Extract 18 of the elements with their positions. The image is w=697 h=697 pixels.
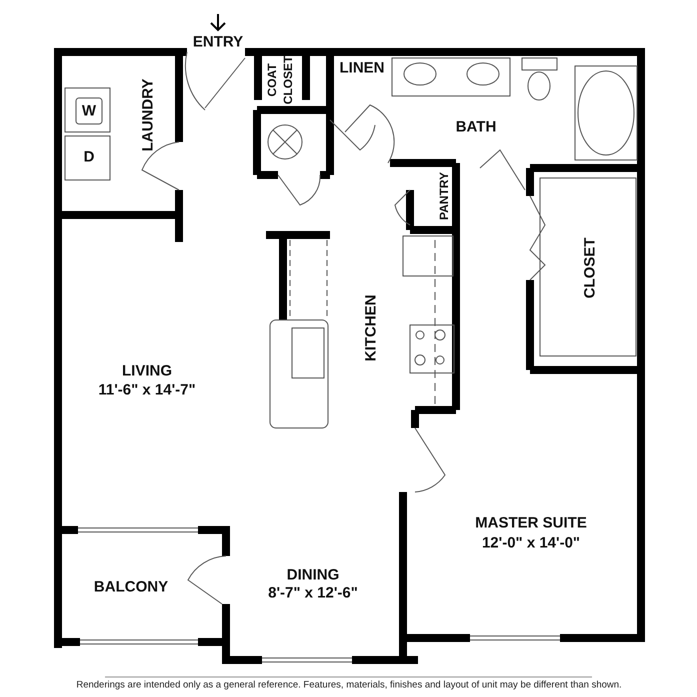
room-label: BATH [456,118,496,136]
room-label: LIVING [122,362,172,380]
room-dimensions: 11'-6" x 14'-7" [98,381,196,399]
room-label: COAT CLOSET [264,55,296,105]
room-dimensions: 8'-7" x 12'-6" [268,584,358,602]
room-label: DINING [286,566,340,584]
room-label: BALCONY [94,578,168,596]
appliance-label: D [84,148,94,166]
room-label: MASTER SUITE [475,514,587,532]
room-label: KITCHEN [362,294,380,362]
room-dimensions: 12'-0" x 14'-0" [482,534,580,552]
room-label: CLOSET [581,238,599,298]
disclaimer-note: Renderings are intended only as a general reference. Features, materials, finishes and layout of unit may be different than shown. [76,680,622,692]
room-label: LINEN [340,59,384,77]
appliance-label: W [82,102,96,120]
room-label: ENTRY [192,33,244,51]
room-label: PANTRY [438,172,452,220]
room-label: LAUNDRY [139,78,157,152]
